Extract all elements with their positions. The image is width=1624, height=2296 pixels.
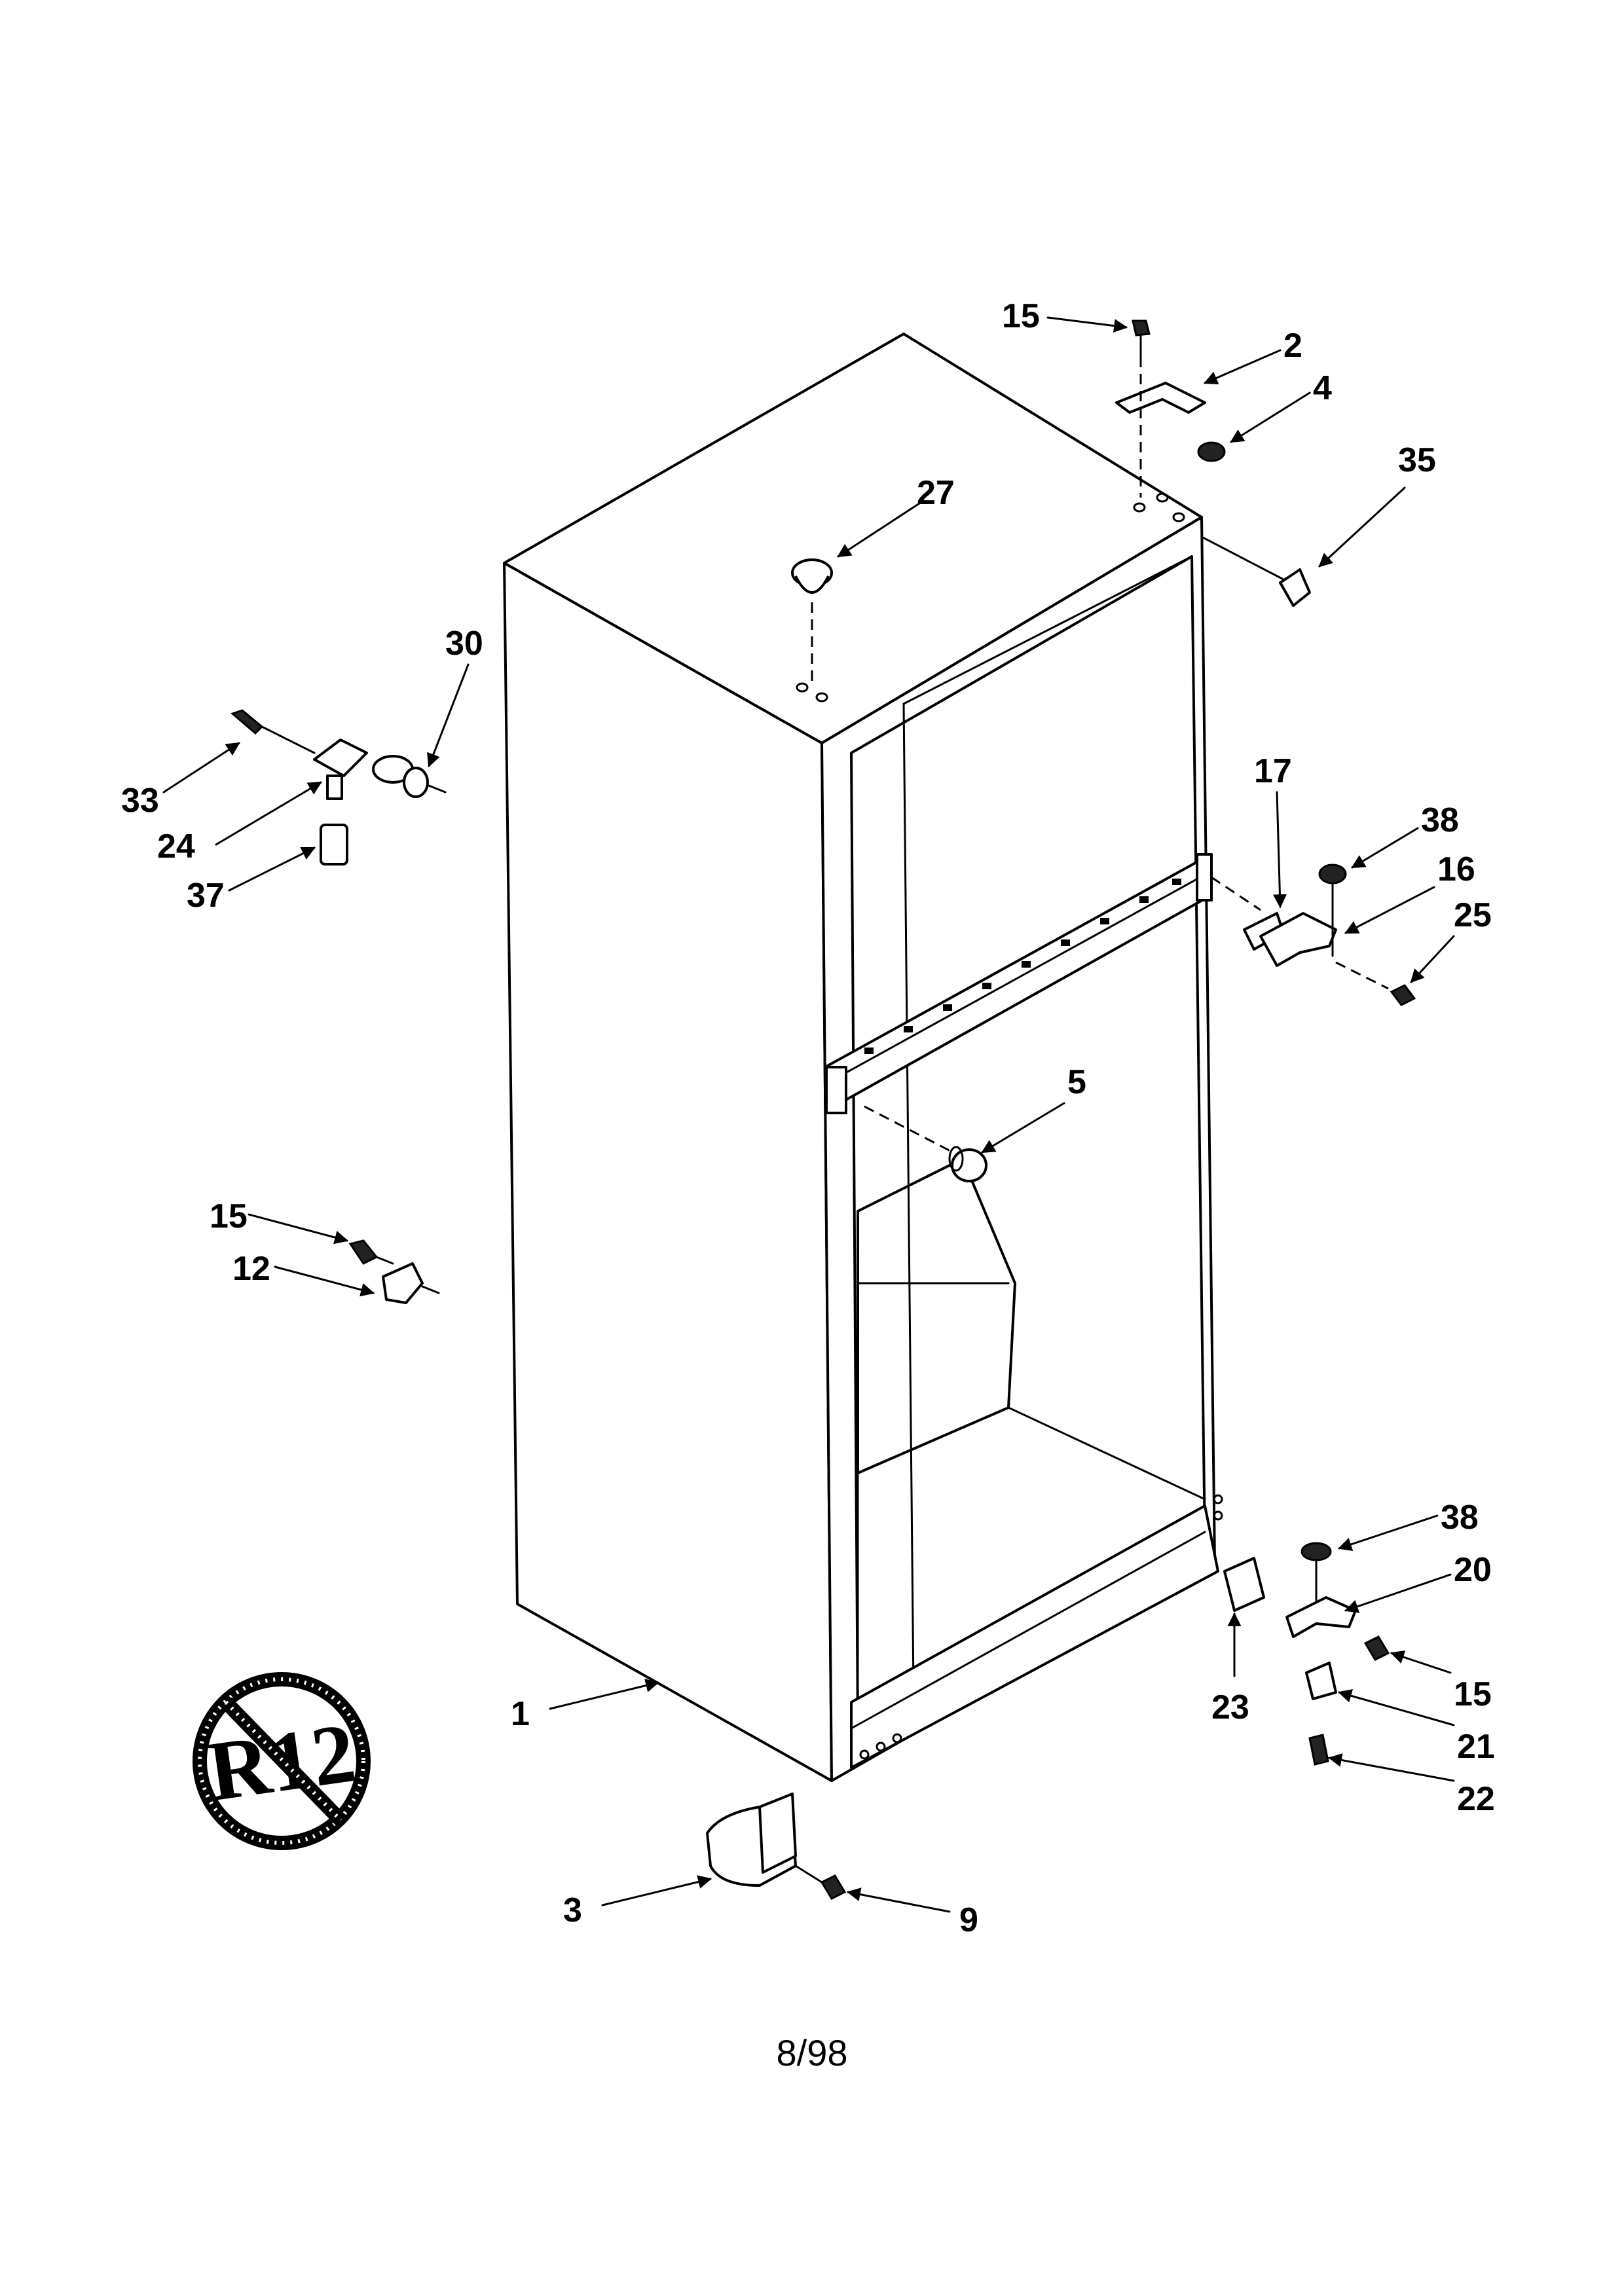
callout-labels: 15 2 4 35 27 30 33 24 37 17 38 16 25 5 1… (121, 297, 1495, 1939)
callout-16: 16 (1437, 850, 1475, 888)
lower-hinge-part (706, 1793, 847, 1900)
callout-23: 23 (1211, 1688, 1249, 1726)
callout-37: 37 (187, 877, 225, 915)
callout-4: 4 (1313, 369, 1332, 407)
callout-17: 17 (1254, 752, 1292, 790)
callout-20: 20 (1454, 1551, 1492, 1589)
callout-15-top: 15 (1002, 297, 1040, 335)
callout-15-left: 15 (210, 1197, 248, 1235)
callout-2: 2 (1283, 327, 1302, 365)
callout-1: 1 (511, 1695, 530, 1733)
callout-27: 27 (917, 474, 955, 512)
refrigerator-cabinet (503, 333, 1223, 1782)
callout-24: 24 (157, 828, 195, 866)
callout-38-middle: 38 (1421, 801, 1459, 839)
middle-hinge-assembly (1211, 864, 1416, 1006)
rail-plug-part (864, 1105, 987, 1182)
callout-25: 25 (1454, 896, 1492, 934)
hinge-cover-part (1200, 536, 1311, 607)
callout-30: 30 (445, 625, 483, 663)
callout-3: 3 (563, 1891, 582, 1929)
no-r12-badge: R12 (193, 1672, 371, 1850)
revision-date: 8/98 (777, 2032, 848, 2073)
callout-35: 35 (1398, 441, 1436, 479)
callout-21: 21 (1457, 1728, 1495, 1766)
callout-33: 33 (121, 782, 159, 820)
top-plug-part (791, 558, 833, 681)
callout-5: 5 (1067, 1063, 1086, 1101)
leader-arrows (162, 316, 1455, 1913)
bottom-hinge-assembly (1223, 1542, 1390, 1766)
callout-22: 22 (1457, 1780, 1495, 1818)
left-bracket-assembly (348, 1239, 440, 1304)
callout-15-bottom: 15 (1454, 1675, 1492, 1713)
divider-rail (824, 853, 1213, 1114)
callout-9: 9 (959, 1901, 978, 1939)
top-hinge-assembly (1115, 319, 1226, 498)
callout-12: 12 (232, 1250, 270, 1288)
callout-38-bottom: 38 (1441, 1499, 1479, 1537)
left-hinge-assembly (231, 709, 447, 866)
